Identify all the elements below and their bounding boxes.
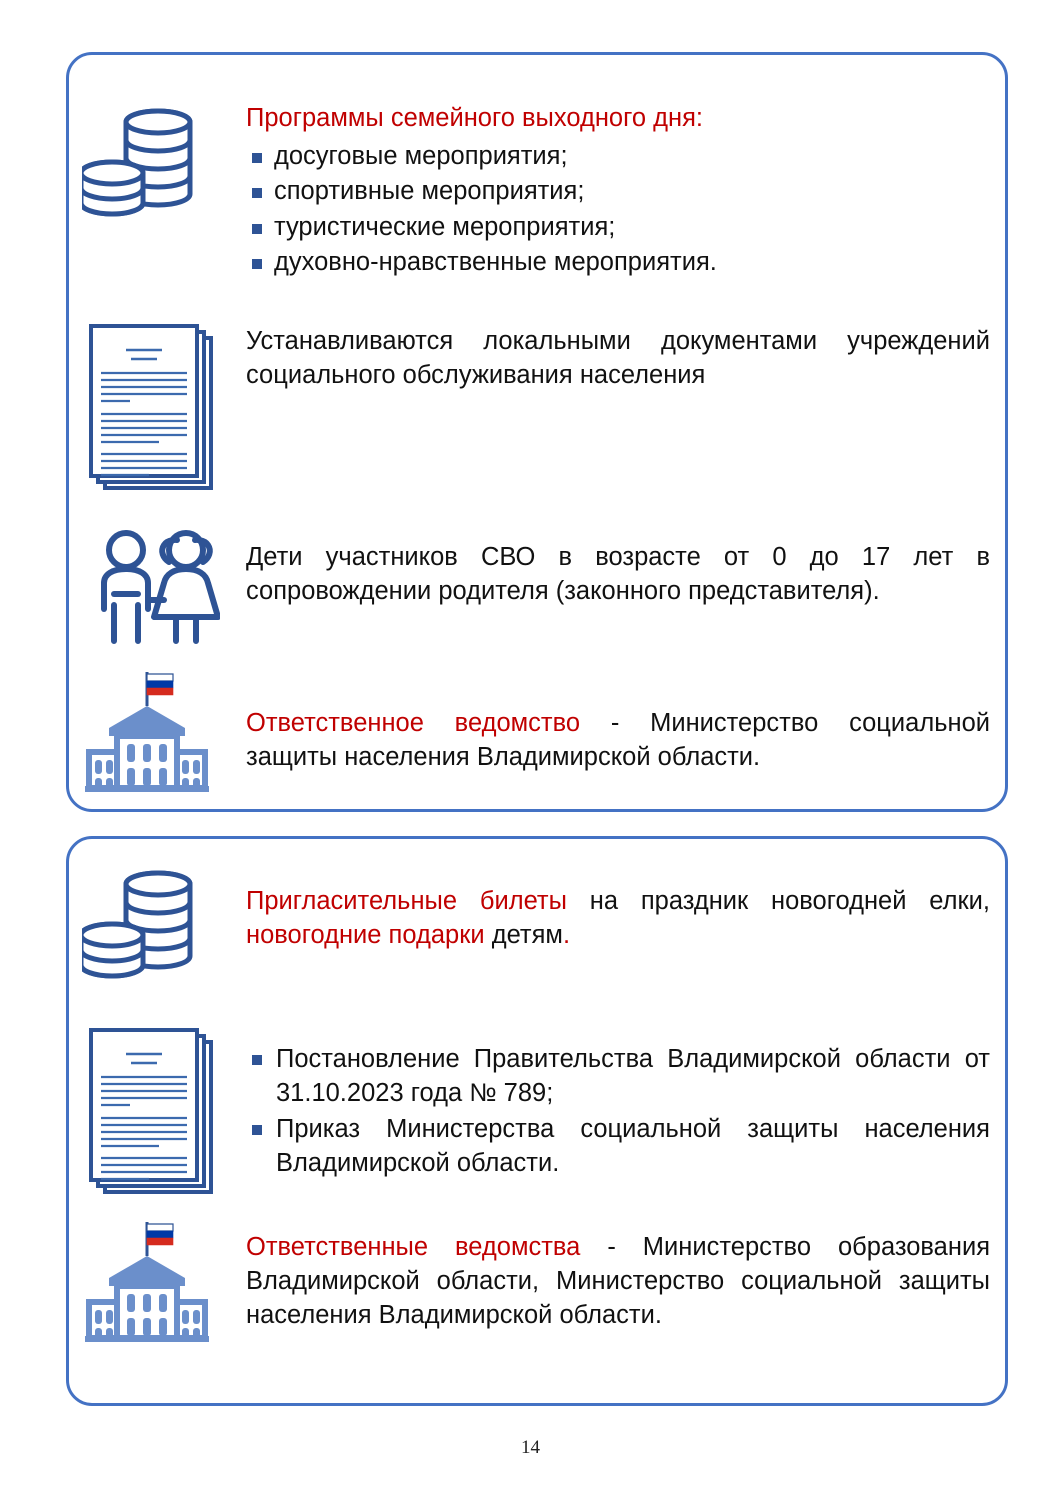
tickets-plain-2: детям — [484, 921, 563, 950]
list-item: досуговые мероприятия; — [246, 139, 990, 174]
legal-basis-text: Постановление Правительства Владимирской… — [246, 1020, 1008, 1183]
government-building-icon — [81, 666, 231, 798]
row-responsible-ministries: Ответственные ведомства - Министерство о… — [66, 1210, 1008, 1348]
responsible-ministry-value: - Министерство социальной защиты населен… — [246, 709, 991, 772]
row-local-documents: Устанавливаются локальными документами у… — [66, 312, 1008, 510]
responsible-ministry-label: Ответственное ведомство — [246, 709, 581, 737]
list-item: Постановление Правительства Владимирской… — [246, 1042, 990, 1110]
children-icon-cell — [66, 522, 246, 646]
responsible-ministries-text: Ответственные ведомства - Министерство о… — [246, 1210, 1008, 1332]
row-weekend-programs: Программы семейного выходного дня: досуг… — [66, 100, 1008, 280]
coins-icon-cell-2 — [66, 862, 246, 1010]
coins-icon — [82, 862, 230, 1010]
row-children-eligibility: Дети участников СВО в возрасте от 0 до 1… — [66, 522, 1008, 646]
responsible-ministries-value: - Министерство образования Владимирской … — [246, 1233, 991, 1330]
local-documents-text: Устанавливаются локальными документами у… — [246, 312, 1008, 392]
responsible-ministries-paragraph: Ответственные ведомства - Министерство о… — [246, 1230, 990, 1332]
documents-icon — [81, 320, 231, 510]
tickets-highlight-1: Пригласительные билеты — [246, 887, 567, 915]
government-building-icon-cell-2 — [66, 1210, 246, 1348]
weekend-programs-list: досуговые мероприятия; спортивные меропр… — [246, 139, 990, 280]
page-number: 14 — [521, 1437, 540, 1458]
children-eligibility-text: Дети участников СВО в возрасте от 0 до 1… — [246, 522, 1008, 608]
children-eligibility-paragraph: Дети участников СВО в возрасте от 0 до 1… — [246, 543, 990, 606]
children-icon — [92, 528, 220, 646]
weekend-programs-headline: Программы семейного выходного дня: — [246, 104, 703, 132]
responsible-ministry-paragraph: Ответственное ведомство - Министерство с… — [246, 706, 990, 774]
new-year-tickets-text: Пригласительные билеты на праздник новог… — [246, 862, 1008, 952]
documents-icon — [81, 1024, 231, 1214]
tickets-highlight-2: новогодние подарки — [246, 921, 485, 950]
local-documents-paragraph: Устанавливаются локальными документами у… — [246, 327, 990, 390]
list-item: духовно-нравственные мероприятия. — [246, 245, 990, 280]
list-item: Приказ Министерства социальной защиты на… — [246, 1112, 990, 1180]
documents-icon-cell-2 — [66, 1020, 246, 1214]
government-building-icon-cell — [66, 660, 246, 798]
responsible-ministries-label: Ответственные ведомства — [246, 1233, 581, 1261]
tickets-plain-1: на праздник новогодней елки, — [566, 887, 991, 915]
coins-icon — [82, 100, 230, 248]
list-item: спортивные мероприятия; — [246, 174, 990, 209]
row-legal-basis: Постановление Правительства Владимирской… — [66, 1020, 1008, 1214]
tickets-final-period: . — [562, 921, 571, 950]
coins-icon-cell — [66, 100, 246, 248]
documents-icon-cell — [66, 312, 246, 510]
new-year-tickets-paragraph: Пригласительные билеты на праздник новог… — [246, 884, 990, 952]
row-responsible-ministry: Ответственное ведомство - Министерство с… — [66, 660, 1008, 798]
weekend-programs-text: Программы семейного выходного дня: досуг… — [246, 100, 1008, 280]
row-new-year-tickets: Пригласительные билеты на праздник новог… — [66, 862, 1008, 1010]
responsible-ministry-text: Ответственное ведомство - Министерство с… — [246, 660, 1008, 774]
card-new-year — [66, 836, 1008, 1406]
government-building-icon — [81, 1216, 231, 1348]
card-weekend-programs — [66, 52, 1008, 812]
list-item: туристические мероприятия; — [246, 210, 990, 245]
legal-basis-list: Постановление Правительства Владимирской… — [246, 1042, 990, 1181]
